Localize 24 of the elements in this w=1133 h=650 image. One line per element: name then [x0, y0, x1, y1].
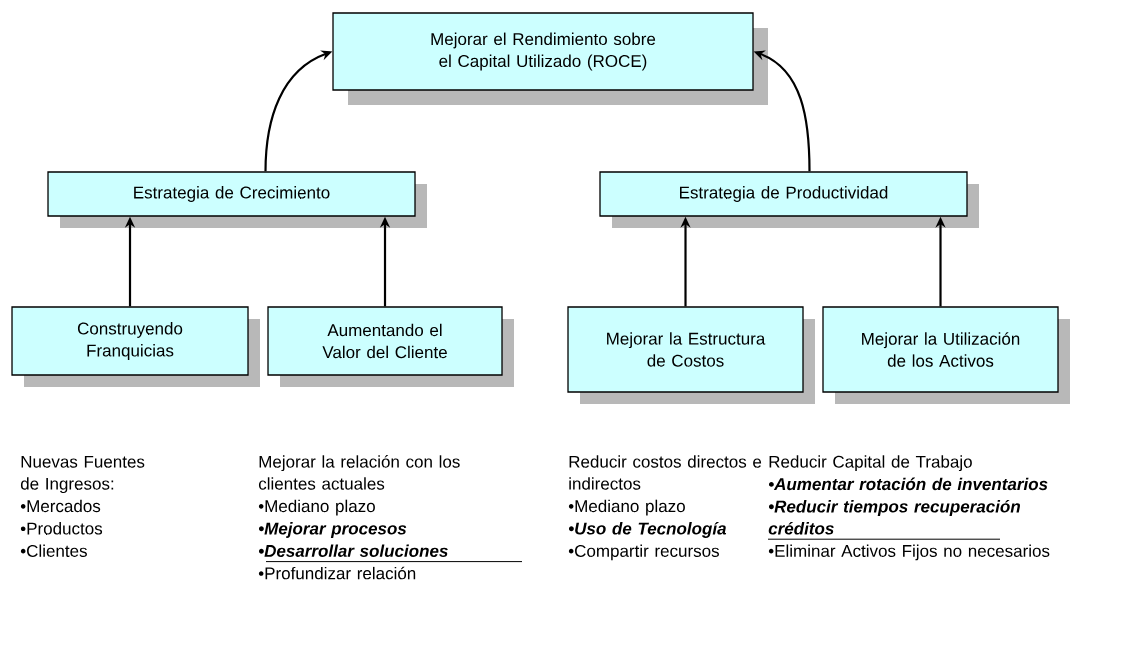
text-item: •Profundizar relación: [258, 566, 416, 580]
text-item: •Reducir tiempos recuperación créditos: [767, 499, 1020, 540]
text-item: •Productos: [20, 522, 103, 535]
text-item: •Uso de Tecnología: [568, 521, 727, 538]
text-item: •Compartir recursos: [568, 544, 719, 561]
text-item: •Mercados: [20, 499, 101, 513]
strategy-box: Aumentando el Valor del Cliente: [267, 306, 503, 376]
text-item: Nuevas Fuentes de Ingresos:: [20, 455, 145, 494]
text-item: •Mediano plazo: [258, 499, 375, 516]
strategy-box: Mejorar la Utilización de los Activos: [822, 306, 1059, 393]
strategy-box: Estrategia de Productividad: [599, 171, 968, 217]
text-item: •Desarrollar soluciones: [258, 544, 523, 563]
strategy-box: Mejorar la Estructura de Costos: [567, 306, 804, 393]
strategy-box: Mejorar el Rendimiento sobre el Capital Utilizado (ROCE): [332, 12, 754, 91]
text-item: •Mediano plazo: [568, 499, 685, 516]
strategy-box: Construyendo Franquicias: [11, 306, 249, 376]
text-item: •Eliminar Activos Fijos no necesarios: [768, 544, 1050, 561]
text-item: •Clientes: [20, 544, 87, 557]
text-item: Mejorar la relación con los clientes actuales: [258, 455, 460, 490]
text-item: •Aumentar rotación de inventarios: [768, 477, 1048, 491]
text-item: •Mejorar procesos: [258, 522, 407, 538]
text-item: Reducir costos directos e indirectos: [569, 455, 762, 490]
strategy-box: Estrategia de Crecimiento: [47, 171, 416, 217]
text-item: Reducir Capital de Trabajo: [769, 455, 972, 472]
